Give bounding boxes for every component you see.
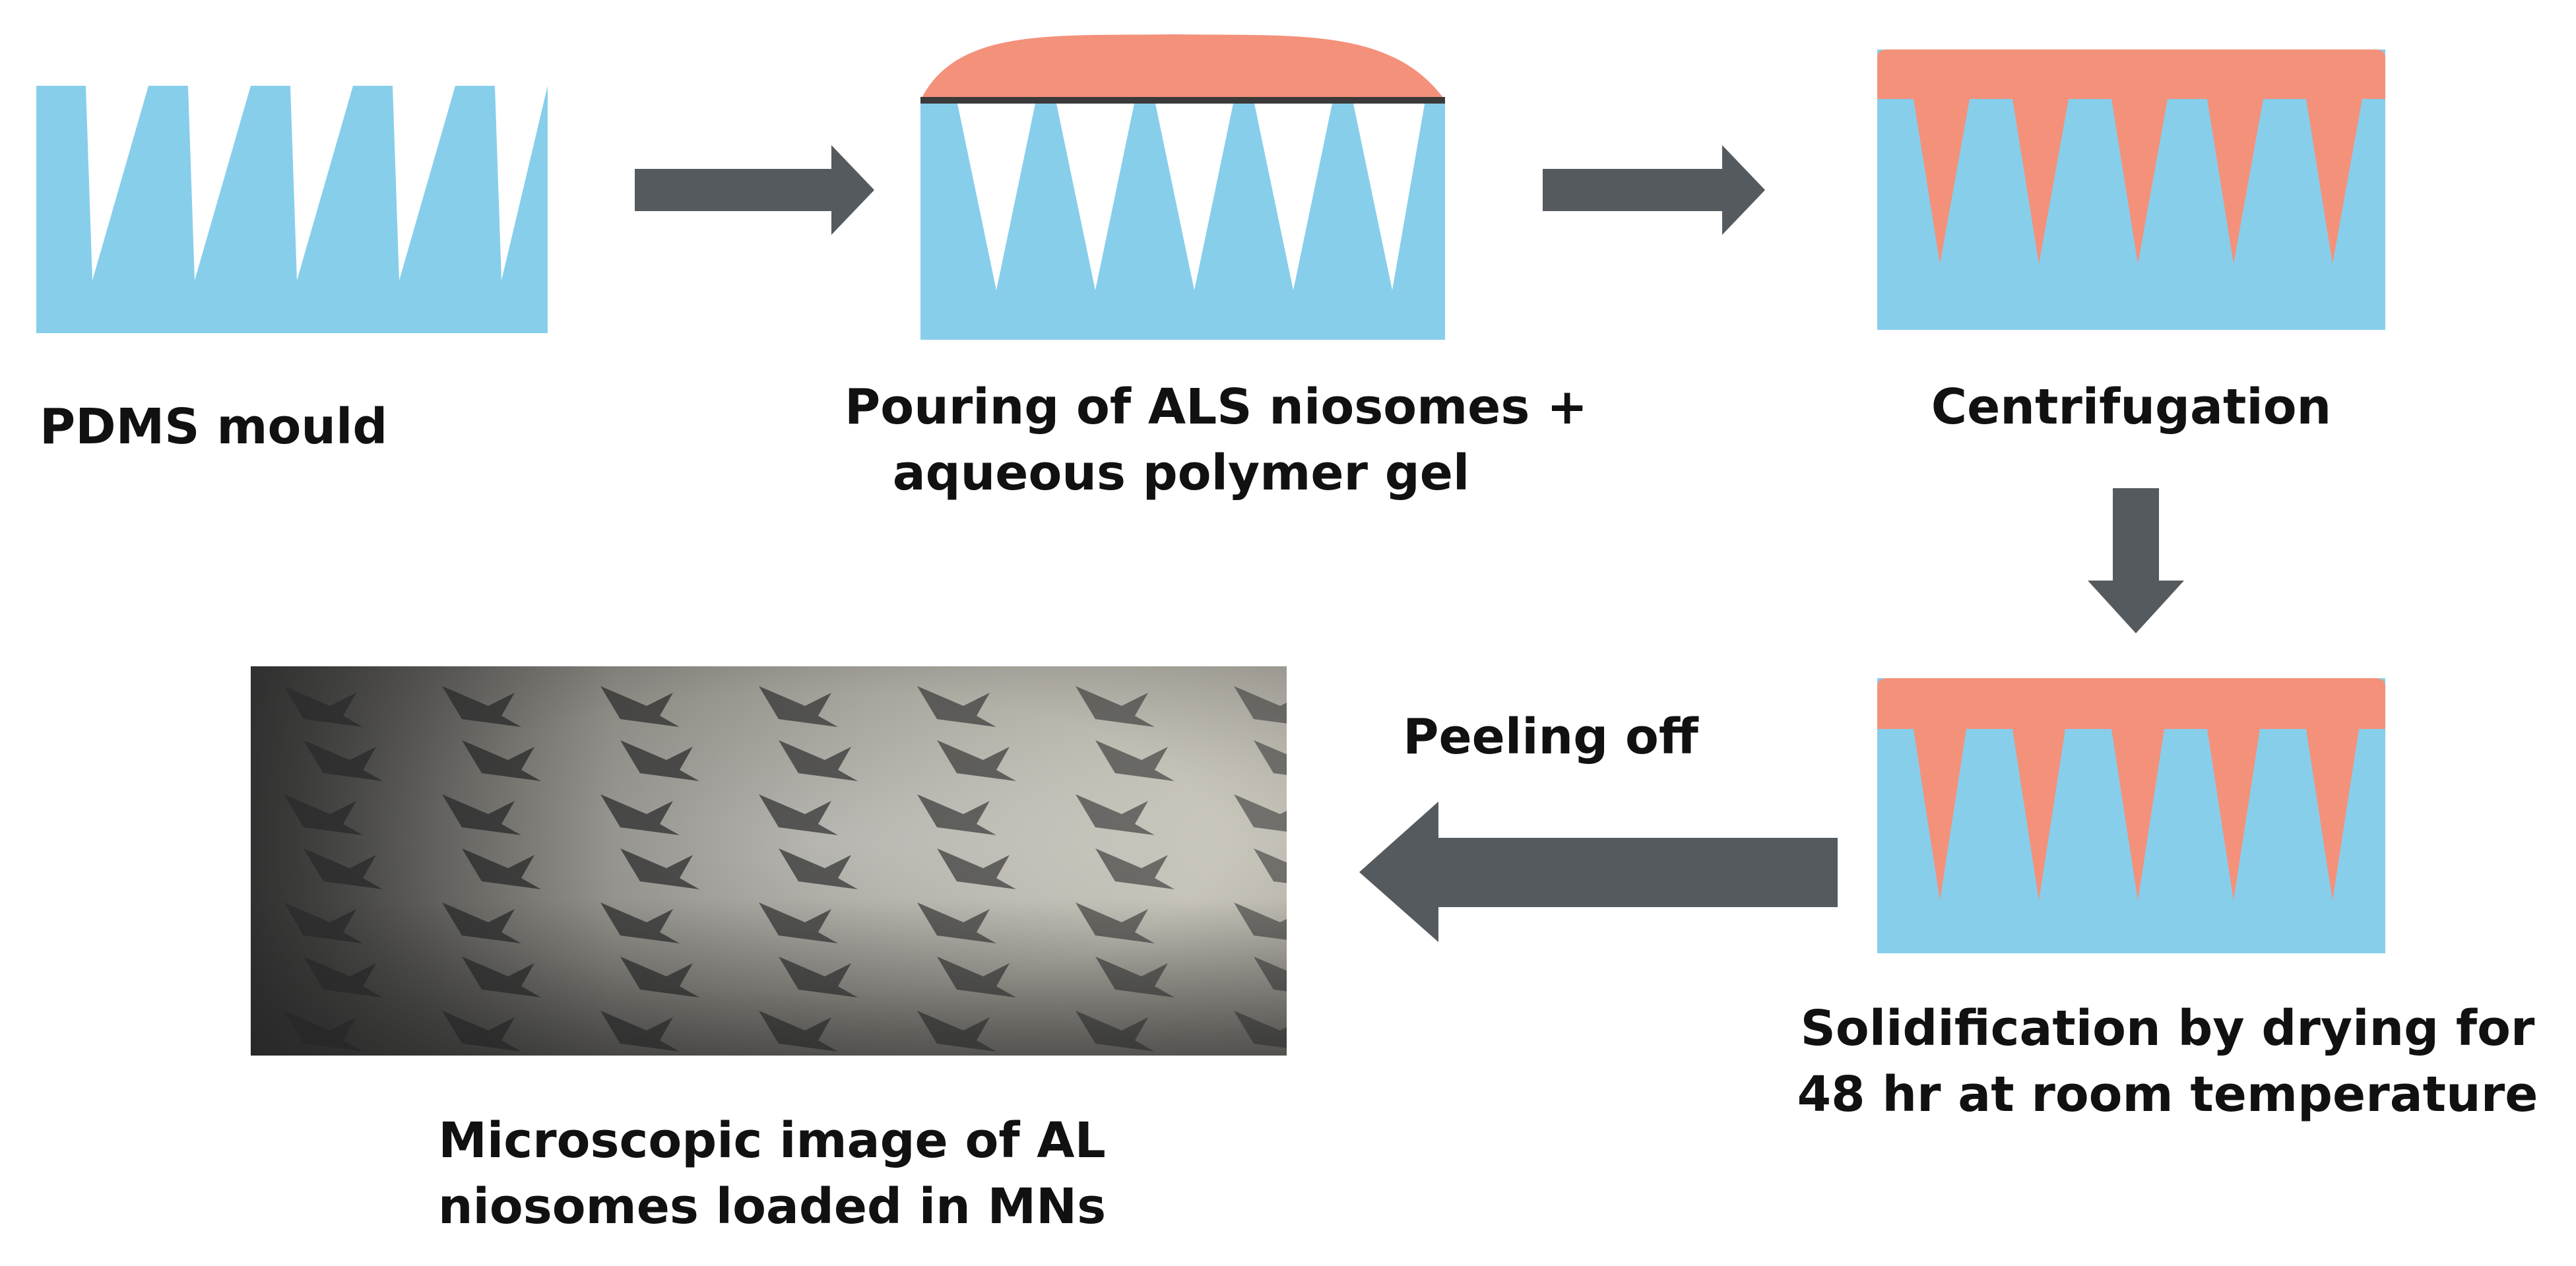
mould-shape [920,100,1445,340]
pdms-mould [36,86,548,333]
solidified-mould [1877,678,2385,953]
step4-label: Solidification by drying for 48 hr at ro… [1797,1000,2538,1123]
left-arrow-icon [1359,802,1838,942]
down-arrow-icon [2088,488,2184,633]
step5-label: Microscopic image of AL niosomes loaded … [437,1112,1107,1235]
gel-fill [1877,678,2385,901]
step3-label: Centrifugation [1931,379,2332,435]
centrifuged-mould [1877,49,2385,330]
mould-shape [36,86,548,333]
mould-top-line [920,97,1445,104]
step2-label: Pouring of ALS niosomes + aqueous polyme… [845,379,1588,501]
gel-fill [1877,49,2385,264]
right-arrow-icon [1543,145,1765,235]
peeling-off-label: Peeling off [1403,709,1698,765]
mould-with-gel [920,34,1445,340]
right-arrow-icon [635,145,874,235]
step1-label: PDMS mould [40,398,388,455]
microscopic-image [251,666,1287,1056]
gel-dome [920,34,1445,100]
